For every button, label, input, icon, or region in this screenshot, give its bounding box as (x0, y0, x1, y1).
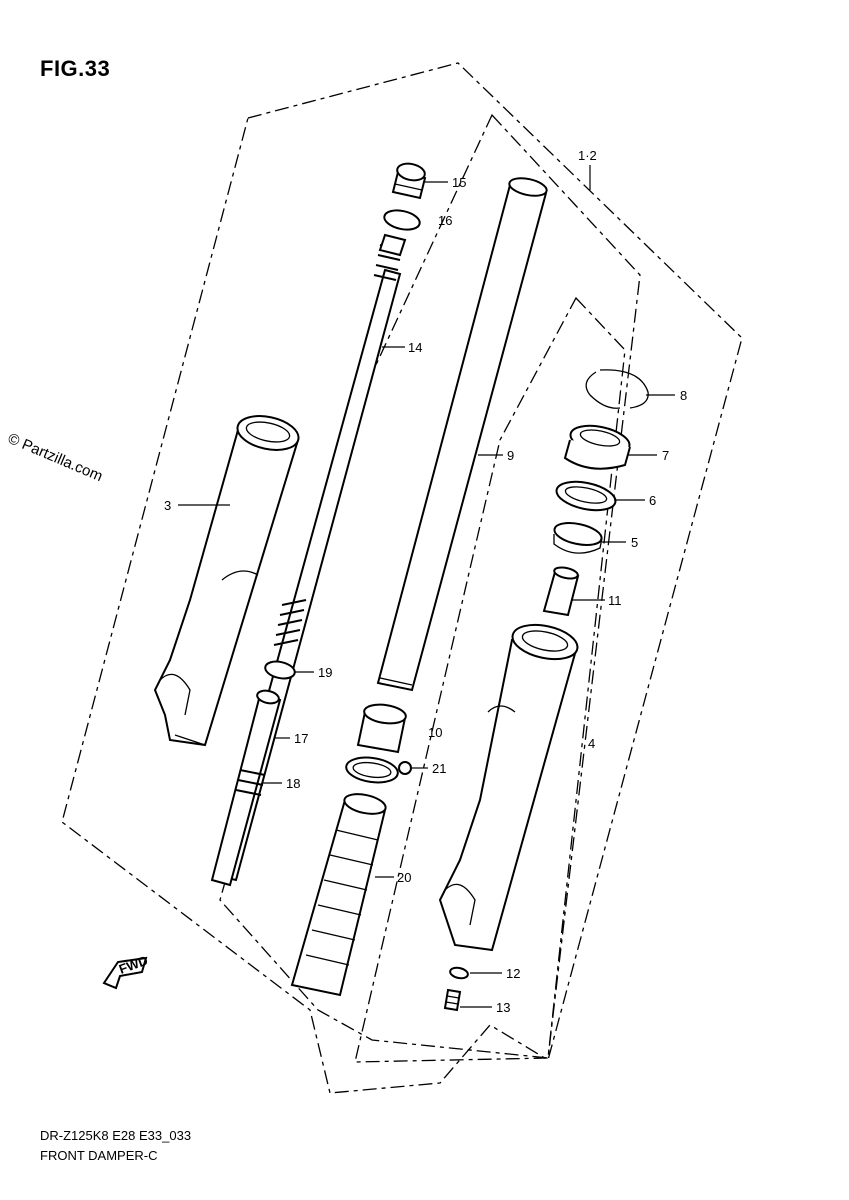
gasket (449, 966, 469, 980)
callout-labels: 1·2 3 4 5 6 7 8 9 10 11 12 13 14 15 16 1… (164, 148, 687, 1015)
circlip (585, 369, 649, 409)
fork-spring (273, 599, 307, 646)
callout-18: 18 (286, 776, 300, 791)
callout-15: 15 (452, 175, 466, 190)
diagram-name: FRONT DAMPER-C (40, 1148, 158, 1163)
allen-bolt (443, 988, 462, 1012)
callout-1-2: 1·2 (578, 148, 597, 163)
callout-3: 3 (164, 498, 171, 513)
outer-tube-right (438, 623, 579, 952)
callout-13: 13 (496, 1000, 510, 1015)
retaining-ring (264, 660, 296, 680)
oil-seal (563, 424, 631, 470)
fork-boot (290, 793, 387, 997)
callout-5: 5 (631, 535, 638, 550)
callout-12: 12 (506, 966, 520, 981)
assembly-boundary-right (354, 296, 626, 1063)
callout-7: 7 (662, 448, 669, 463)
oil-lock-piece (542, 566, 580, 617)
guide-bushing (553, 522, 603, 554)
callout-9: 9 (507, 448, 514, 463)
o-ring (383, 209, 421, 231)
damper-cylinder (210, 689, 282, 887)
boot-clamp (345, 756, 412, 784)
callout-16: 16 (438, 213, 452, 228)
forward-arrow-icon: FWD (102, 953, 150, 990)
assembly-boundary-left (61, 62, 743, 1094)
figure-title: FIG.33 (40, 56, 111, 81)
diagram-code: DR-Z125K8 E28 E33_033 (40, 1128, 192, 1143)
callout-21: 21 (432, 761, 446, 776)
leader-lines (178, 165, 675, 1008)
spring-collar (235, 769, 266, 796)
cap-bolt (391, 162, 427, 200)
inner-fork-tube (376, 177, 548, 692)
callout-17: 17 (294, 731, 308, 746)
callout-10: 10 (428, 725, 442, 740)
callout-14: 14 (408, 340, 422, 355)
bushing (356, 703, 407, 754)
seal-washer (555, 480, 617, 512)
callout-4: 4 (588, 736, 595, 751)
callout-11: 11 (608, 593, 622, 608)
outer-tube-left (153, 415, 300, 747)
callout-8: 8 (680, 388, 687, 403)
callout-6: 6 (649, 493, 656, 508)
callout-20: 20 (397, 870, 411, 885)
callout-19: 19 (318, 665, 332, 680)
